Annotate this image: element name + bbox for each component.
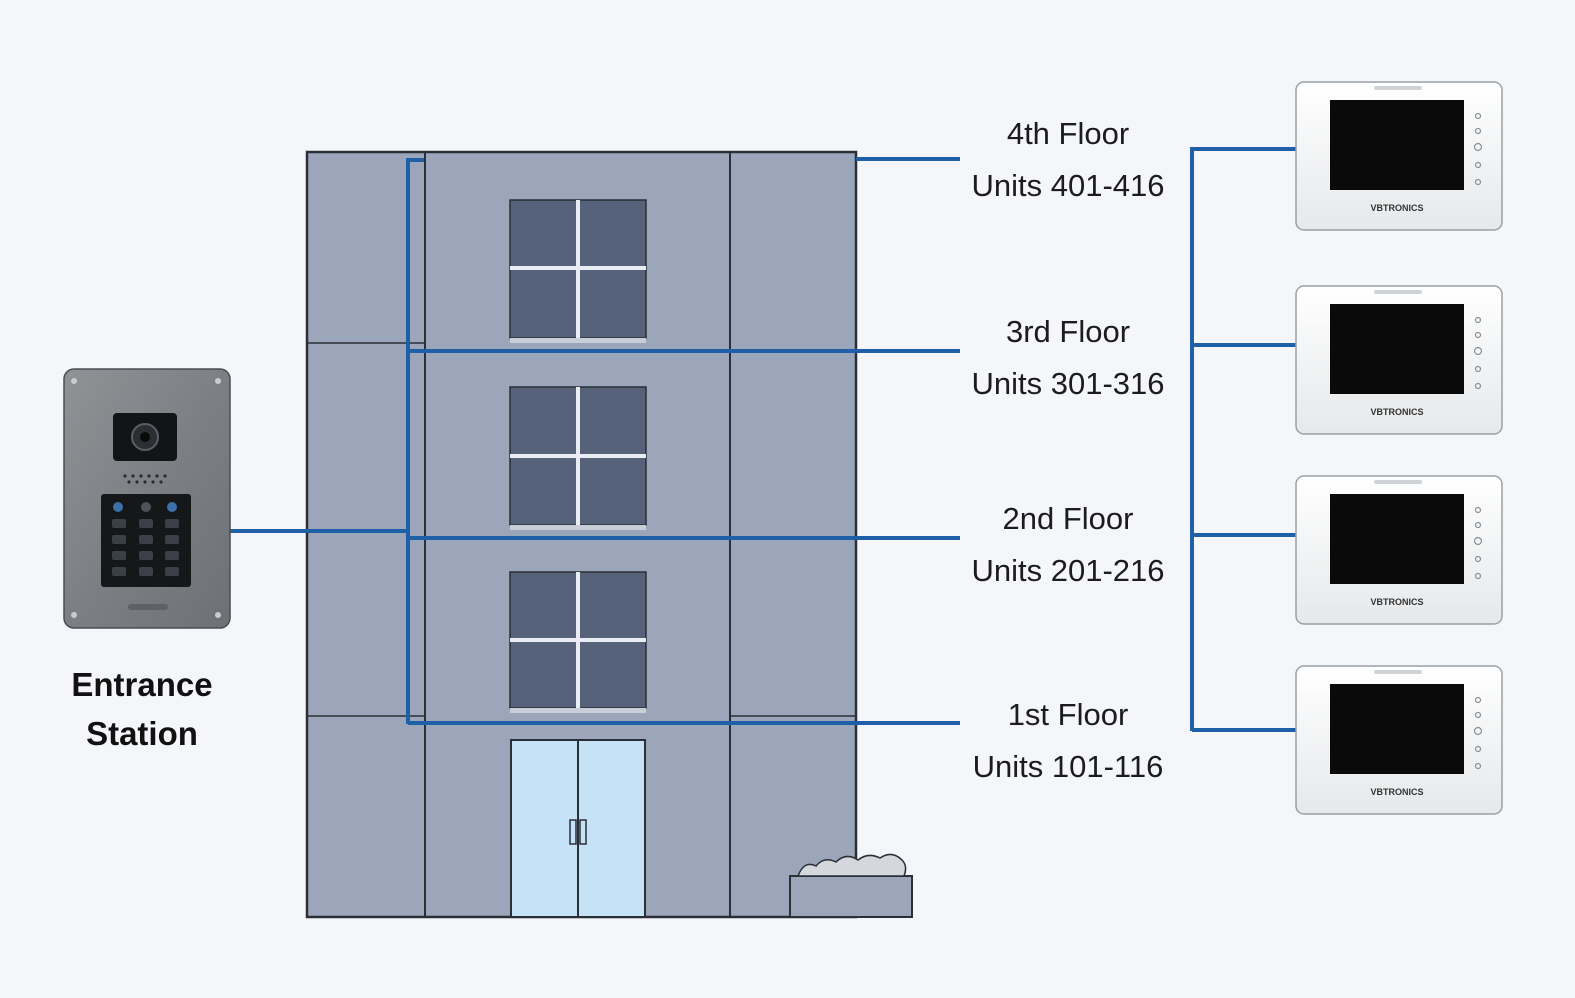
intercom-keypad-icon (63, 368, 231, 629)
monitor-unit-3: VBTRONICS (1295, 475, 1503, 625)
entrance-label-line1: Entrance (71, 666, 213, 703)
floor-name: 3rd Floor (1005, 314, 1131, 349)
monitor-screen (1330, 100, 1464, 190)
floor-name: 4th Floor (1006, 116, 1130, 151)
monitor-brand: VBTRONICS (1370, 203, 1423, 213)
entrance-label-line2: Station (86, 715, 198, 752)
floor-units: Units 301-316 (971, 366, 1165, 401)
window-floor-4 (509, 199, 647, 343)
floor-units: Units 401-416 (971, 168, 1165, 203)
wiring (230, 147, 1296, 732)
entrance-station-label: Entrance Station (32, 660, 252, 758)
door-handle-icon (569, 819, 577, 845)
monitor-brand: VBTRONICS (1370, 787, 1423, 797)
monitor-unit-1: VBTRONICS (1295, 81, 1503, 231)
entrance-door (510, 739, 646, 918)
window-floor-2 (509, 571, 647, 713)
floor-units: Units 101-116 (972, 749, 1164, 784)
floor-label-4: 4th Floor Units 401-416 (948, 108, 1188, 212)
monitor-unit-4: VBTRONICS (1295, 665, 1503, 815)
floor-label-1: 1st Floor Units 101-116 (948, 689, 1188, 793)
floor-name: 1st Floor (1007, 697, 1129, 732)
monitor-brand: VBTRONICS (1370, 407, 1423, 417)
window-floor-3 (509, 386, 647, 530)
monitor-screen (1330, 494, 1464, 584)
floor-label-2: 2nd Floor Units 201-216 (948, 493, 1188, 597)
floor-units: Units 201-216 (971, 553, 1165, 588)
floor-label-3: 3rd Floor Units 301-316 (948, 306, 1188, 410)
planter-box (789, 853, 913, 918)
floor-name: 2nd Floor (1002, 501, 1134, 536)
building (305, 150, 913, 919)
monitor-brand: VBTRONICS (1370, 597, 1423, 607)
monitor-unit-2: VBTRONICS (1295, 285, 1503, 435)
monitor-screen (1330, 304, 1464, 394)
monitor-screen (1330, 684, 1464, 774)
